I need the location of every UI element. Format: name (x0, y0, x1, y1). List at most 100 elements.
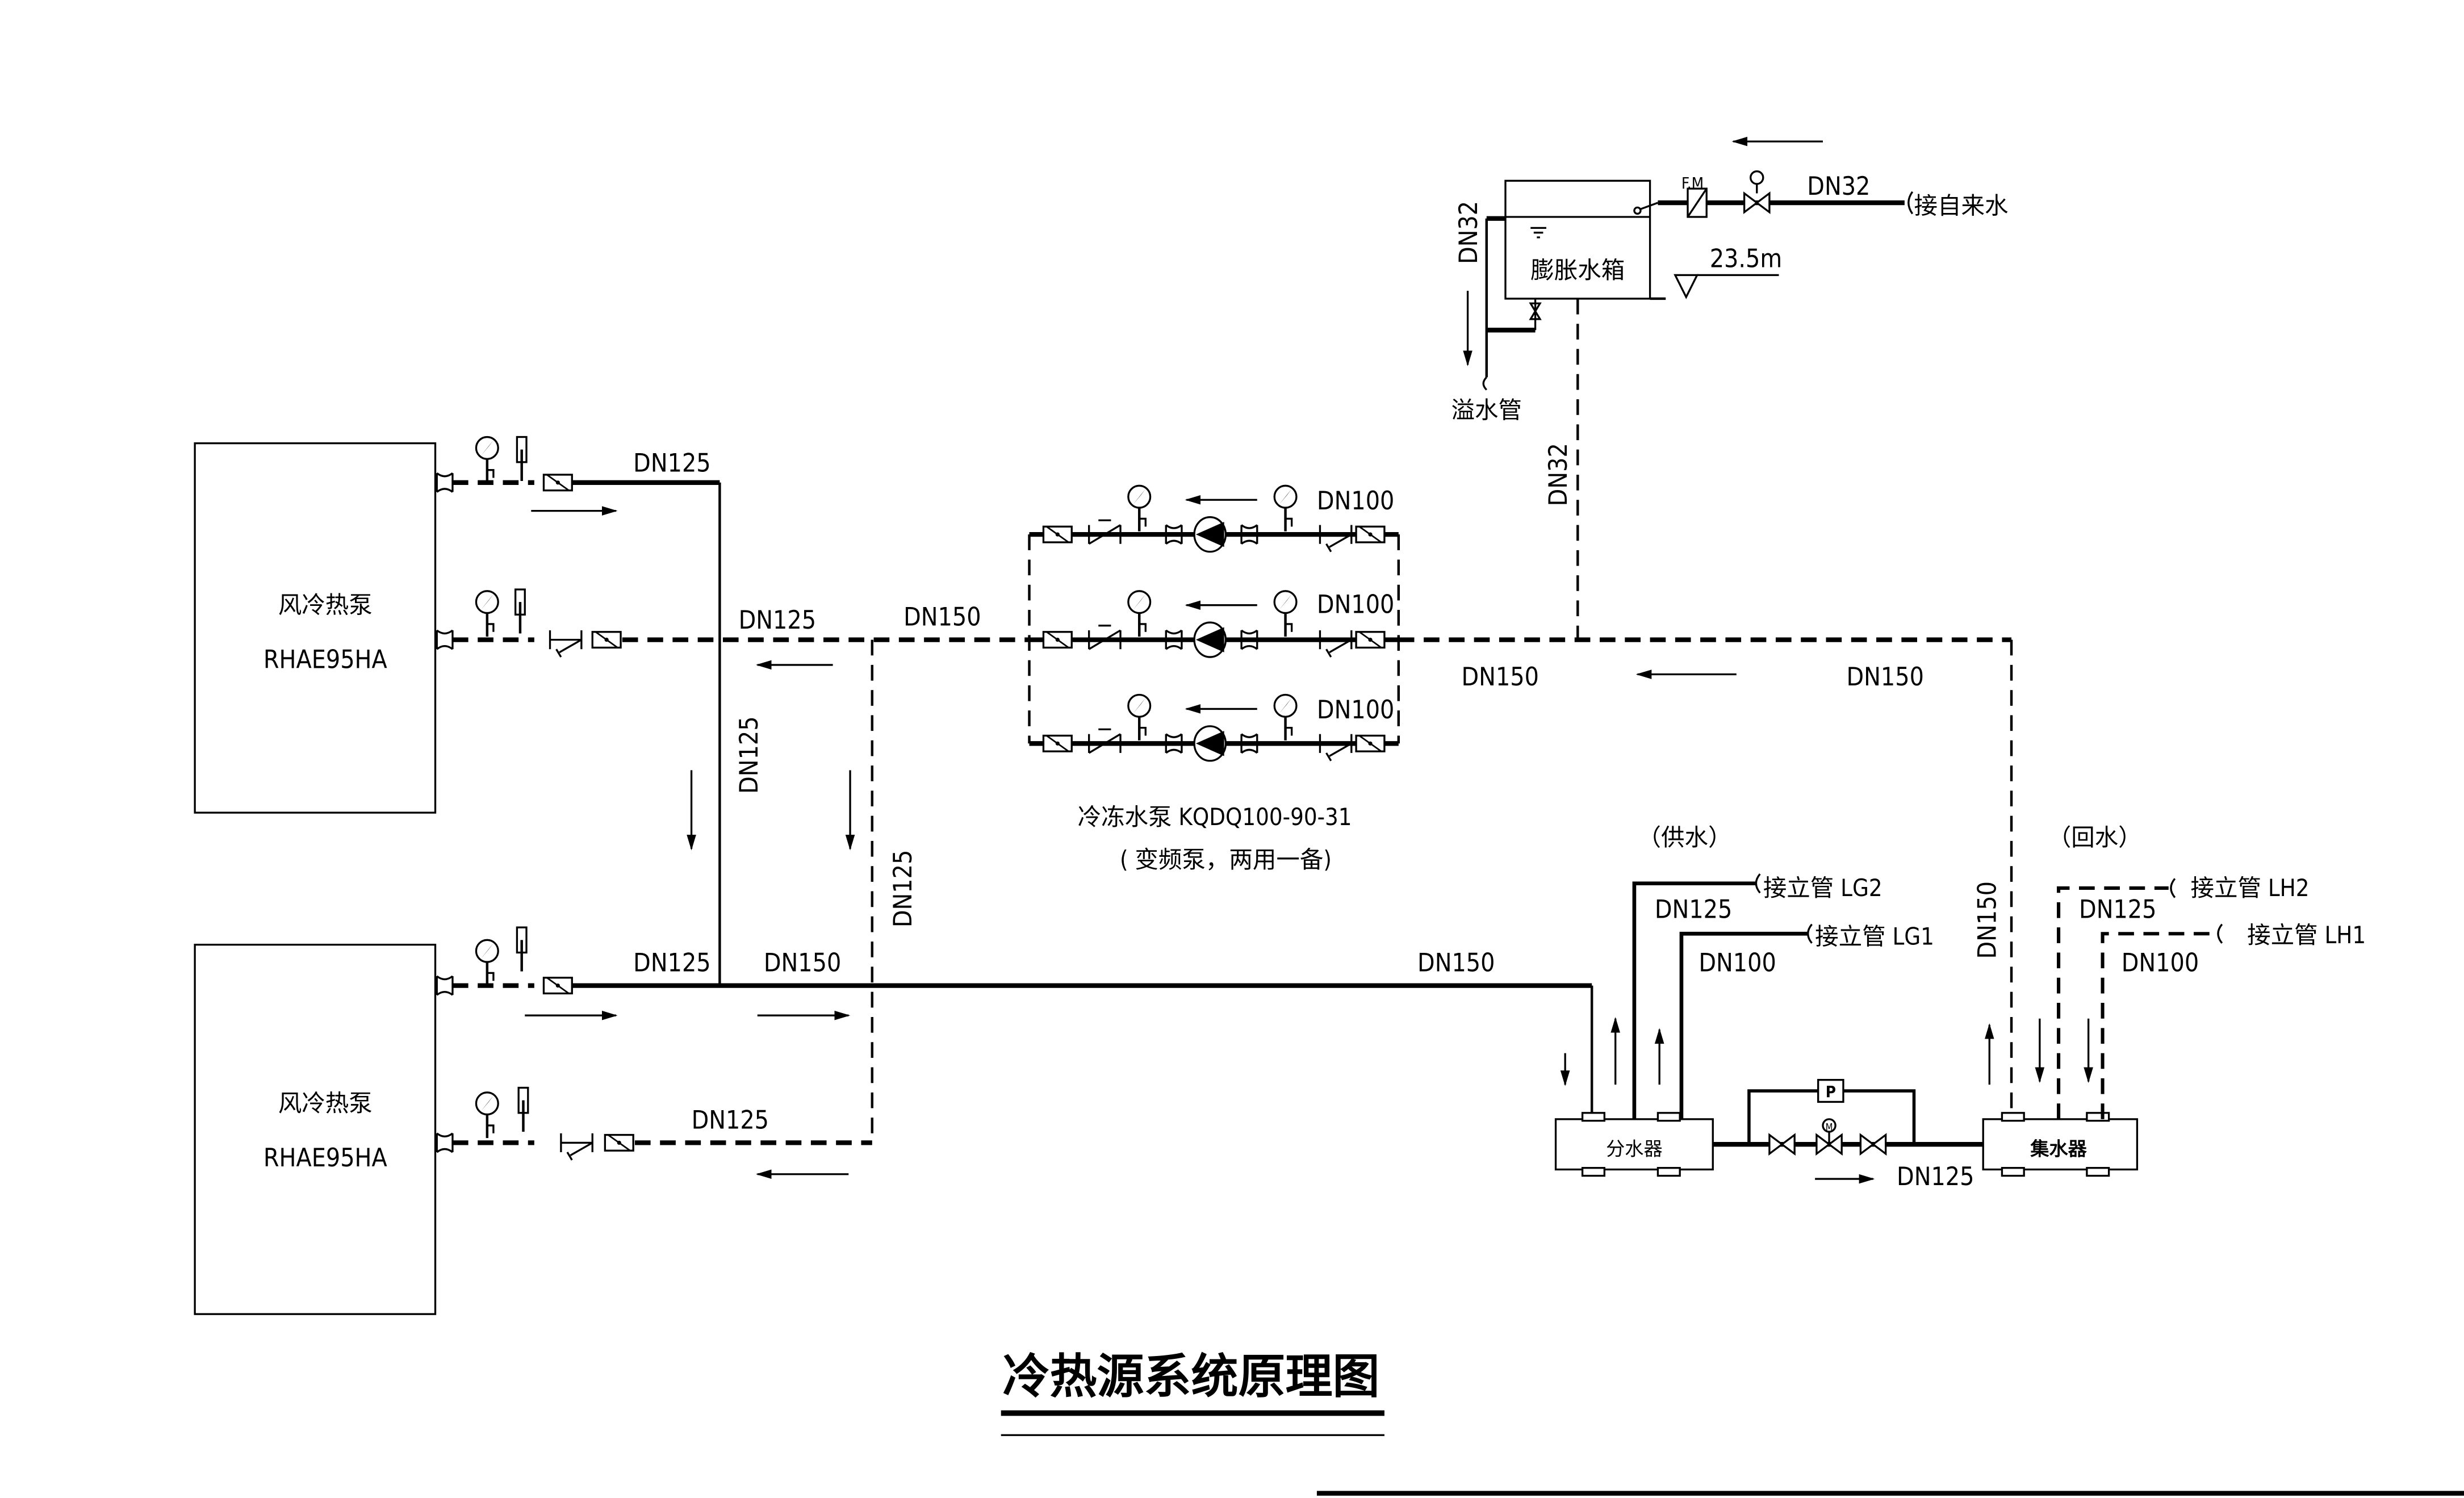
outlet-lg1-size: DN100 (1699, 949, 1776, 978)
pump-out-size: DN150 (1462, 663, 1539, 692)
water-distributor[interactable]: 分水器 （供水） 接立管 LG2 接立管 LG1 DN125 DN100 (1554, 823, 1934, 1177)
heat-pump-2-model: RHAE95HA (263, 1144, 387, 1173)
heat-pump-1-body (194, 442, 437, 814)
pump-branch-size: DN100 (1317, 696, 1394, 725)
main-supply-size: DN150 (1417, 949, 1495, 978)
pressure-gauge-icon (476, 1093, 498, 1138)
butterfly-valve-icon (1042, 525, 1073, 543)
hp1-supply-line: DN125 (436, 437, 721, 986)
pump-icon (1193, 516, 1227, 553)
overflow-size: DN32 (1454, 201, 1483, 264)
vertical-return-size: DN125 (889, 850, 918, 927)
pressure-gauge-icon (1274, 695, 1296, 740)
heat-pump-2[interactable]: 风冷热泵 RHAE95HA (194, 943, 437, 1315)
hp1-return-size: DN125 (739, 606, 816, 635)
tank-name: 膨胀水箱 (1530, 256, 1625, 284)
float-valve-icon (1743, 192, 1771, 214)
pump-branch-3[interactable]: DN100 (1029, 695, 1399, 762)
collector-body (1982, 1118, 2139, 1171)
pressure-gauge-icon (476, 591, 498, 637)
hp1-return-line: DN125 DN150 (436, 589, 1030, 670)
overflow-label: 溢水管 (1451, 396, 1522, 424)
flow-meter-label: F.M (1681, 174, 1704, 193)
butterfly-valve-icon (1042, 631, 1073, 649)
pressure-gauge-icon (1128, 591, 1151, 637)
pump-group: DN100 DN100 DN (1028, 486, 1400, 873)
pressure-gauge-icon (476, 940, 498, 985)
pressure-gauge-icon (1274, 591, 1296, 637)
pressure-controller-icon (1817, 1079, 1844, 1103)
heat-pump-1[interactable]: 风冷热泵 RHAE95HA (194, 442, 437, 814)
heat-pump-1-name: 风冷热泵 (278, 591, 373, 619)
pressure-gauge-icon (476, 437, 498, 483)
return-group-label: （回水） (2048, 823, 2142, 851)
inlet-lh1-size: DN100 (2122, 949, 2199, 978)
butterfly-valve-icon (1042, 734, 1073, 752)
return-main-size: DN150 (1846, 663, 1923, 692)
strainer-icon (1319, 629, 1353, 658)
makeup-source: 接自来水 (1914, 191, 2008, 219)
drain-valve-icon (1529, 302, 1542, 320)
tank-elevation: 23.5m (1710, 245, 1782, 274)
pump-branch-2[interactable]: DN100 (1029, 591, 1399, 658)
hp1-supply-size: DN125 (633, 449, 710, 478)
heat-pump-1-model: RHAE95HA (263, 645, 387, 674)
tank-body (1504, 179, 1651, 300)
pressure-controller-label: P (1826, 1082, 1836, 1101)
strainer-icon (560, 1132, 593, 1161)
tank-connection-size: DN32 (1544, 443, 1573, 506)
supply-group-label: （供水） (1637, 823, 1731, 851)
hp2-supply-main-size: DN150 (764, 949, 841, 978)
thermometer-icon (518, 1088, 528, 1132)
butterfly-valve-icon (604, 1133, 634, 1152)
butterfly-valve-icon (1355, 525, 1386, 543)
makeup-size: DN32 (1807, 172, 1870, 201)
distributor-body (1554, 1118, 1714, 1171)
water-collector[interactable]: 集水器 （回水） 接立管 LH2 接立管 LH1 DN125 DN100 (1982, 823, 2366, 1177)
hp2-return-size: DN125 (692, 1106, 769, 1135)
pressure-gauge-icon (1274, 486, 1296, 531)
distributor-name: 分水器 (1606, 1138, 1663, 1160)
expansion-tank[interactable]: DN32 膨胀水箱 23.5m F.M DN32 接自来水 DN32 溢水管 (1451, 136, 2009, 640)
pump-model-label: 冷冻水泵 KQDQ100-90-31 (1078, 803, 1352, 831)
header-return-size: DN150 (903, 603, 981, 632)
strainer-icon (1319, 524, 1353, 553)
strainer-icon (1319, 733, 1353, 762)
hp2-supply-line: DN125 DN150 DN150 (436, 927, 1593, 1119)
inlet-lh1-label: 接立管 LH1 (2247, 921, 2366, 949)
butterfly-valve-icon (1355, 631, 1386, 649)
hp2-supply-size: DN125 (633, 949, 710, 978)
thermometer-icon (517, 927, 526, 972)
heat-pump-2-body (194, 943, 437, 1315)
thermometer-icon (517, 437, 526, 482)
gate-valve-icon (1768, 1133, 1796, 1155)
hp2-return-line: DN125 (436, 1088, 872, 1179)
return-riser-size: DN150 (1973, 881, 2002, 959)
vertical-supply-size: DN125 (735, 716, 764, 793)
pump-branch-1[interactable]: DN100 (1029, 486, 1399, 553)
butterfly-valve-icon (542, 474, 573, 492)
pressure-gauge-icon (1128, 486, 1151, 531)
butterfly-valve-icon (542, 977, 573, 995)
actuator-label: M (1826, 1122, 1833, 1132)
pump-note-label: ( 变频泵，两用一备) (1120, 846, 1332, 873)
strainer-icon (549, 629, 583, 658)
outlet-lg2-size: DN125 (1655, 896, 1732, 924)
inlet-lh2-label: 接立管 LH2 (2191, 874, 2310, 902)
outlet-lg2-label: 接立管 LG2 (1763, 874, 1882, 902)
gate-valve-icon (1859, 1133, 1887, 1155)
heat-pump-2-name: 风冷热泵 (278, 1089, 373, 1117)
drawing-title: 冷热源系统原理图 (1001, 1349, 1384, 1436)
collector-name: 集水器 (2030, 1138, 2087, 1160)
pressure-gauge-icon (1128, 695, 1151, 740)
outlet-lg1-label: 接立管 LG1 (1815, 923, 1934, 951)
pump-branch-size: DN100 (1317, 591, 1394, 620)
return-main: DN150 DN150 DN150 (1398, 637, 2013, 1119)
check-valve-icon (1088, 728, 1122, 754)
butterfly-valve-icon (1355, 734, 1386, 752)
butterfly-valve-icon (591, 631, 622, 649)
inlet-lh2-size: DN125 (2079, 896, 2156, 924)
pump-branch-size: DN100 (1317, 487, 1394, 516)
bypass-line[interactable]: P M DN125 (1713, 1079, 1984, 1191)
